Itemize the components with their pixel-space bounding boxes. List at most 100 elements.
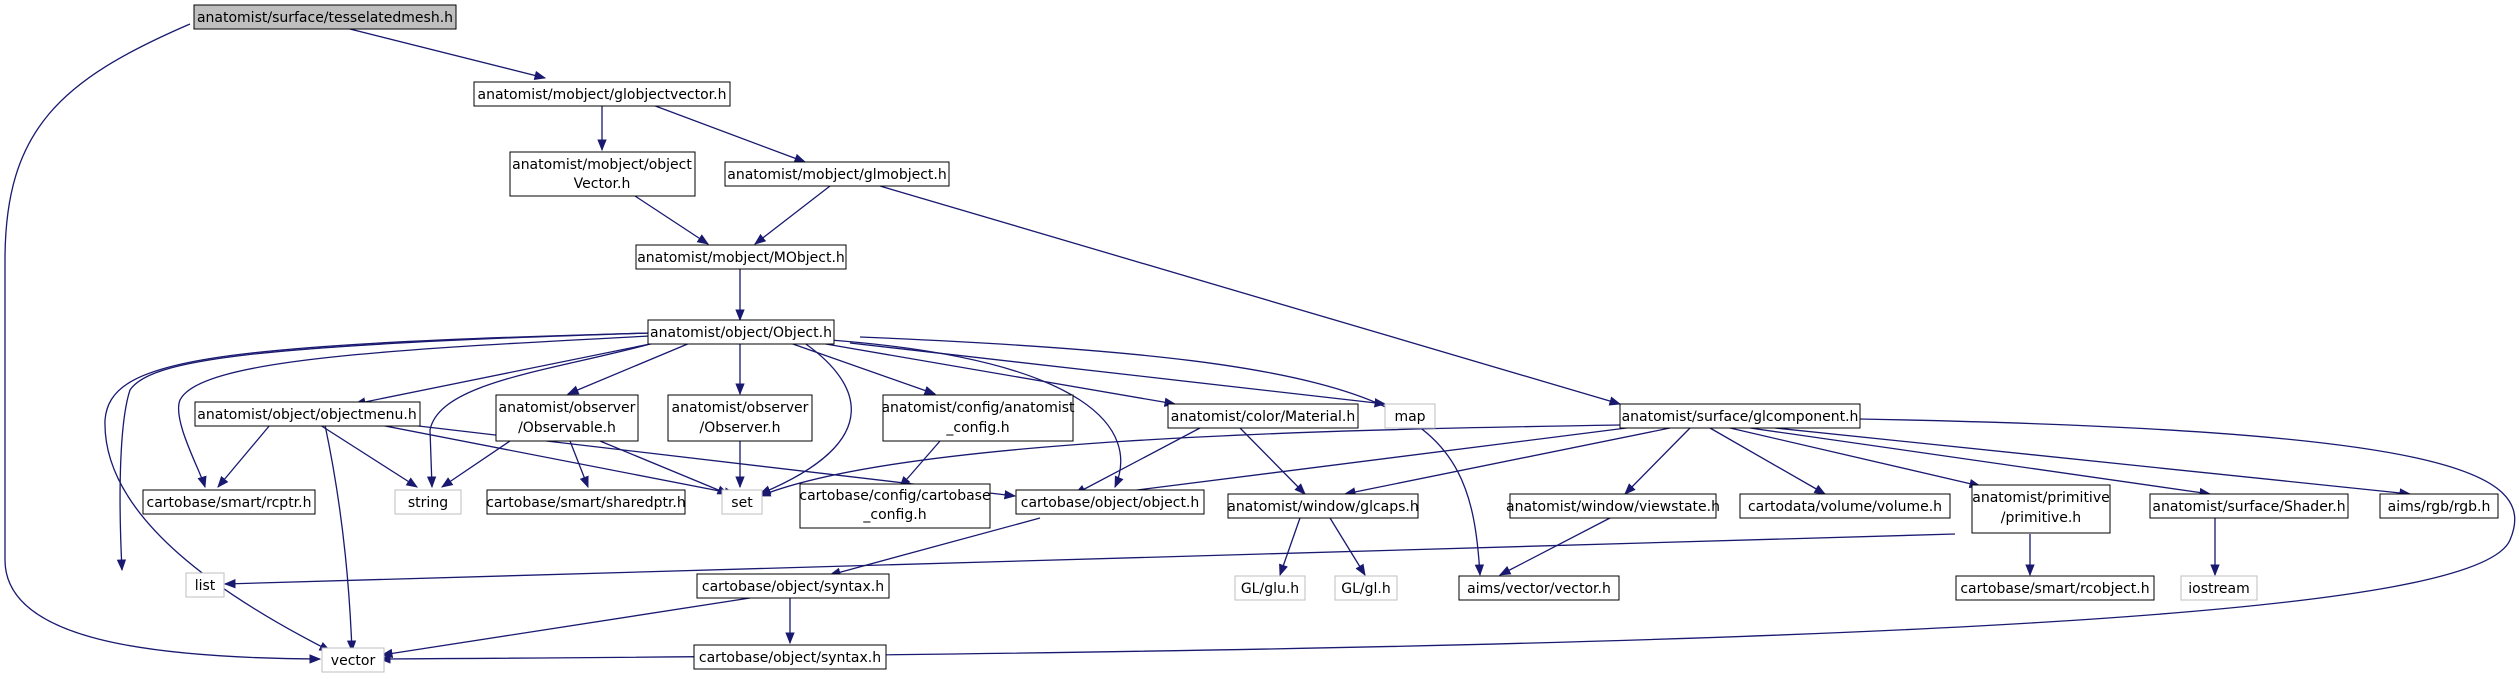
svg-text:/Observer.h: /Observer.h (700, 420, 781, 436)
node-syntax[interactable]: cartobase/object/syntax.h (696, 573, 890, 599)
edge (1709, 427, 1827, 495)
edge (859, 336, 1485, 577)
node-observable[interactable]: anatomist/observer /Observable.h (495, 394, 639, 442)
svg-text:cartobase/object/syntax.h: cartobase/object/syntax.h (699, 650, 881, 666)
svg-text:cartobase/smart/rcptr.h: cartobase/smart/rcptr.h (147, 495, 312, 511)
node-glu[interactable]: GL/glu.h (1234, 575, 1306, 601)
svg-text:anatomist/mobject/glmobject.h: anatomist/mobject/glmobject.h (727, 167, 947, 183)
node-objectvector[interactable]: anatomist/mobject/object Vector.h (509, 151, 696, 197)
svg-text:anatomist/observer: anatomist/observer (672, 400, 809, 416)
node-set[interactable]: set (721, 489, 763, 515)
edge (1073, 427, 1201, 495)
svg-text:cartobase/smart/sharedptr.h: cartobase/smart/sharedptr.h (486, 495, 686, 511)
edge (1749, 427, 2212, 498)
node-aims-vector[interactable]: aims/vector/vector.h (1458, 575, 1620, 601)
node-vector[interactable]: vector (321, 647, 385, 673)
node-volume[interactable]: cartodata/volume/volume.h (1739, 493, 1951, 519)
edge (754, 185, 831, 245)
node-mobject[interactable]: anatomist/mobject/MObject.h (635, 244, 847, 270)
node-object[interactable]: anatomist/object/Object.h (647, 319, 835, 345)
svg-text:aims/rgb/rgb.h: aims/rgb/rgb.h (2388, 499, 2491, 515)
edge (899, 440, 941, 488)
edge (634, 195, 709, 245)
svg-text:/primitive.h: /primitive.h (2001, 510, 2081, 526)
edge (1624, 427, 1691, 495)
svg-text:cartobase/config/cartobase: cartobase/config/cartobase (799, 488, 990, 504)
node-rgb[interactable]: aims/rgb/rgb.h (2379, 493, 2499, 519)
svg-text:anatomist/window/glcaps.h: anatomist/window/glcaps.h (1227, 499, 1419, 515)
edge (441, 440, 511, 488)
edge (177, 335, 651, 489)
svg-text:/Observable.h: /Observable.h (518, 420, 616, 436)
svg-text:anatomist/mobject/globjectvect: anatomist/mobject/globjectvector.h (478, 87, 727, 103)
node-string[interactable]: string (394, 489, 462, 515)
node-glmobject[interactable]: anatomist/mobject/glmobject.h (724, 161, 950, 187)
svg-text:cartobase/smart/rcobject.h: cartobase/smart/rcobject.h (1960, 581, 2149, 597)
svg-text:Vector.h: Vector.h (574, 176, 631, 192)
edge (1343, 427, 1671, 497)
node-list[interactable]: list (185, 572, 225, 598)
node-cartobase-object[interactable]: cartobase/object/object.h (1015, 489, 1205, 515)
node-syntax-2[interactable]: cartobase/object/syntax.h (693, 644, 887, 670)
edge (116, 332, 651, 572)
edge (1498, 517, 1611, 576)
node-rcptr[interactable]: cartobase/smart/rcptr.h (142, 489, 316, 515)
node-tesselatedmesh[interactable]: anatomist/surface/tesselatedmesh.h (193, 4, 457, 30)
edge (1088, 424, 1651, 500)
svg-text:cartobase/object/object.h: cartobase/object/object.h (1021, 495, 1200, 511)
node-iostream[interactable]: iostream (2180, 575, 2258, 601)
node-glcaps[interactable]: anatomist/window/glcaps.h (1227, 493, 1419, 519)
edge (829, 339, 1124, 489)
edge (566, 342, 691, 395)
edge (819, 342, 1177, 407)
svg-text:cartobase/object/syntax.h: cartobase/object/syntax.h (702, 579, 884, 595)
svg-text:vector: vector (331, 653, 376, 669)
svg-text:anatomist/primitive: anatomist/primitive (1972, 490, 2109, 506)
node-material[interactable]: anatomist/color/Material.h (1167, 403, 1359, 429)
svg-text:anatomist/surface/glcomponent.: anatomist/surface/glcomponent.h (1622, 409, 1859, 425)
edge (380, 597, 751, 659)
node-map[interactable]: map (1384, 403, 1436, 429)
svg-text:anatomist/object/objectmenu.h: anatomist/object/objectmenu.h (197, 407, 416, 423)
node-viewstate[interactable]: anatomist/window/viewstate.h (1506, 493, 1720, 519)
svg-text:anatomist/surface/Shader.h: anatomist/surface/Shader.h (2152, 499, 2345, 515)
edge (1329, 517, 1366, 576)
svg-text:aims/vector/vector.h: aims/vector/vector.h (1467, 581, 1611, 597)
edge (378, 418, 2516, 664)
svg-text:GL/glu.h: GL/glu.h (1241, 581, 1299, 597)
svg-text:iostream: iostream (2188, 581, 2250, 597)
node-gl[interactable]: GL/gl.h (1334, 575, 1398, 601)
node-glcomponent[interactable]: anatomist/surface/glcomponent.h (1619, 403, 1861, 429)
edge (353, 342, 656, 407)
svg-text:set: set (731, 495, 753, 511)
node-cartobase-config[interactable]: cartobase/config/cartobase _config.h (799, 483, 991, 529)
node-sharedptr[interactable]: cartobase/smart/sharedptr.h (486, 489, 686, 515)
node-anatomist-config[interactable]: anatomist/config/anatomist _config.h (881, 394, 1075, 442)
edge (217, 424, 271, 488)
svg-text:anatomist/surface/tesselatedme: anatomist/surface/tesselatedmesh.h (197, 10, 453, 26)
edge (426, 339, 666, 489)
svg-text:anatomist/mobject/MObject.h: anatomist/mobject/MObject.h (637, 250, 845, 266)
edge (758, 424, 1621, 497)
edge (223, 533, 1956, 589)
svg-text:anatomist/observer: anatomist/observer (499, 400, 636, 416)
edge (758, 339, 852, 495)
edge (789, 342, 937, 395)
node-primitive[interactable]: anatomist/primitive /primitive.h (1971, 484, 2111, 534)
edge (599, 440, 730, 495)
node-globjectvector[interactable]: anatomist/mobject/globjectvector.h (473, 81, 731, 107)
edge (329, 23, 547, 80)
svg-text:anatomist/config/anatomist: anatomist/config/anatomist (881, 400, 1075, 416)
svg-text:_config.h: _config.h (945, 420, 1009, 436)
svg-text:cartodata/volume/volume.h: cartodata/volume/volume.h (1748, 499, 1942, 515)
svg-text:anatomist/object/Object.h: anatomist/object/Object.h (650, 325, 832, 341)
edge (1774, 427, 2412, 498)
edge (649, 103, 807, 163)
svg-text:GL/gl.h: GL/gl.h (1341, 581, 1390, 597)
node-objectmenu[interactable]: anatomist/object/objectmenu.h (194, 401, 421, 427)
node-observer[interactable]: anatomist/observer /Observer.h (667, 394, 813, 442)
node-shader[interactable]: anatomist/surface/Shader.h (2149, 493, 2349, 519)
svg-text:anatomist/mobject/object: anatomist/mobject/object (512, 157, 692, 173)
node-rcobject[interactable]: cartobase/smart/rcobject.h (1955, 575, 2155, 601)
